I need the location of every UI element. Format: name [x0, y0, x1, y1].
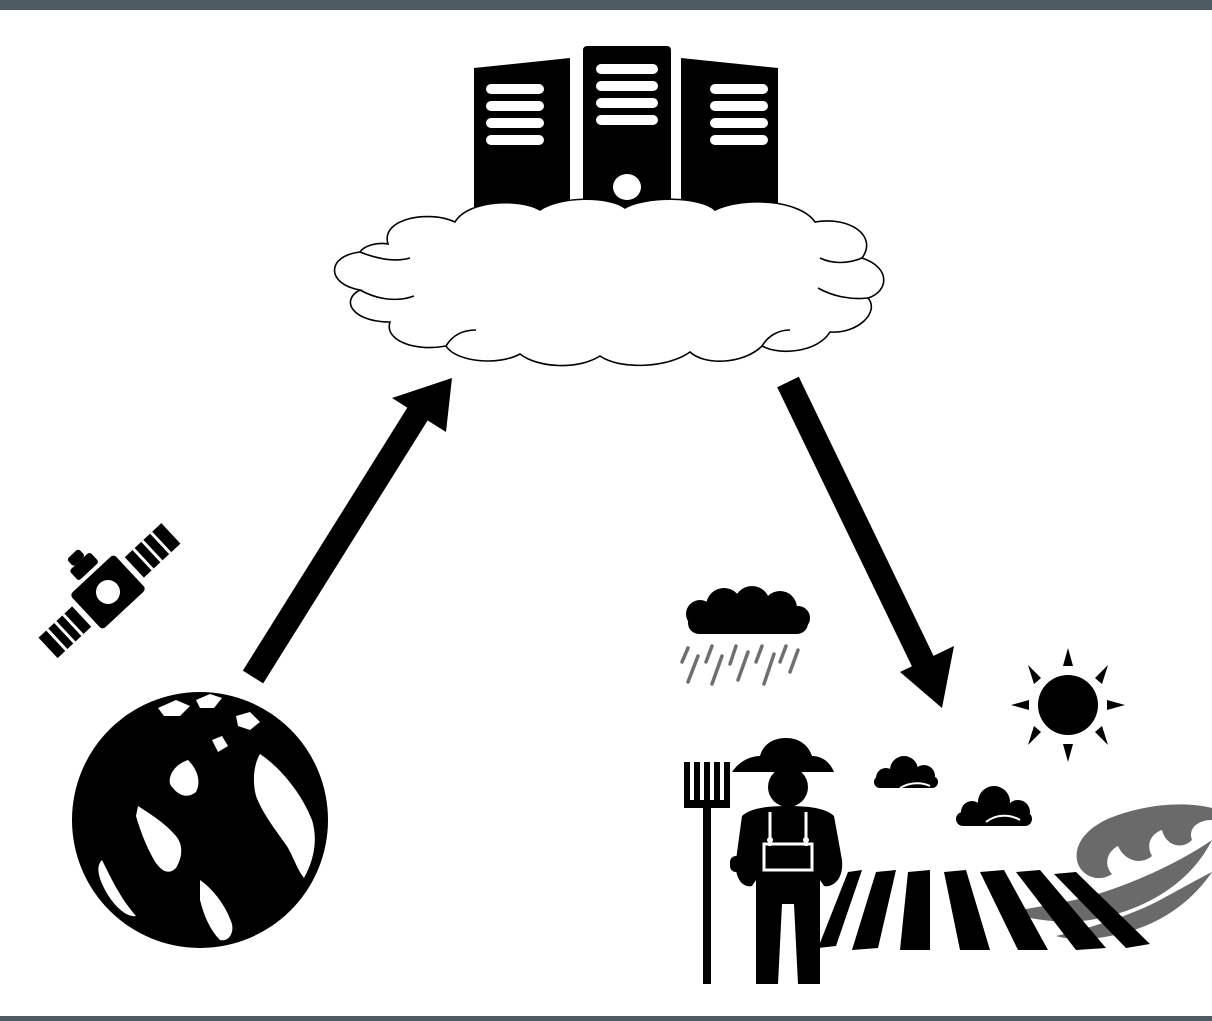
small-cloud-icon — [874, 756, 938, 788]
arrow-down-icon — [788, 382, 954, 708]
rain-cloud-icon — [682, 586, 810, 684]
cloud-icon — [335, 199, 884, 365]
globe-icon — [72, 690, 328, 948]
farmer-icon — [684, 738, 842, 984]
small-cloud-icon — [956, 786, 1032, 826]
pitchfork-icon — [684, 762, 730, 984]
satellite-icon — [13, 495, 188, 665]
crop-field-icon — [818, 870, 1150, 950]
sun-icon — [1011, 648, 1125, 762]
server-icon — [474, 46, 778, 218]
arrow-up-icon — [253, 378, 452, 677]
